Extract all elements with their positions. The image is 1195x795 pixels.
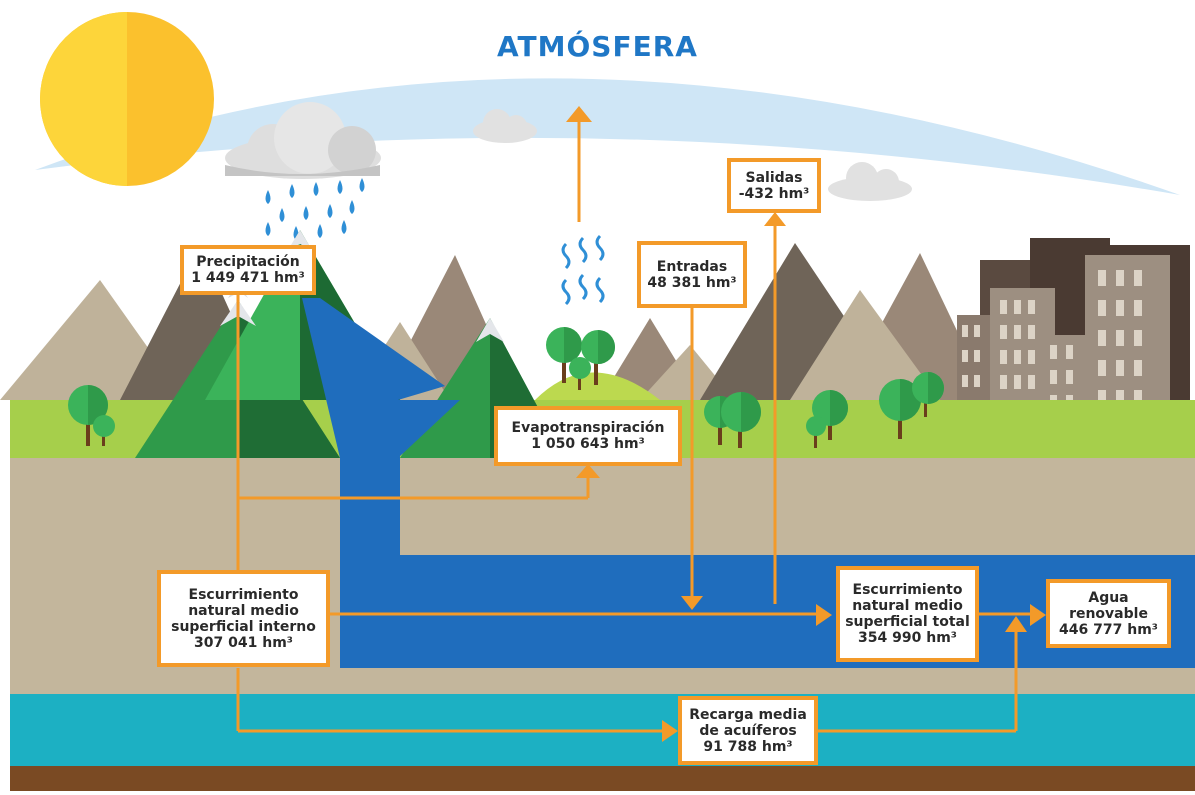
aquifer-recharge-line1: Recarga media — [689, 706, 807, 723]
flow-arrows — [236, 118, 1032, 733]
precipitation-value: 1 449 471 hm³ — [191, 270, 305, 286]
outflows-value: -432 hm³ — [738, 185, 810, 202]
rain-cloud-icon — [225, 102, 381, 179]
evapotranspiration-label: Evapotranspiración — [511, 420, 665, 436]
total-runoff-line3: superficial total — [845, 614, 970, 630]
cloud-icon — [828, 162, 912, 201]
internal-runoff-line2: natural medio — [188, 602, 299, 619]
aquifer-recharge-line2: de acuíferos — [699, 722, 797, 739]
renewable-water-value: 446 777 hm³ — [1059, 621, 1158, 638]
vapor-icon — [561, 234, 605, 306]
arrow-heads — [566, 106, 1046, 742]
internal-runoff-line1: Escurrimiento — [188, 586, 299, 603]
renewable-water-line2: renovable — [1069, 605, 1148, 622]
outflows-label: Salidas — [745, 169, 803, 186]
aquifer-recharge-box: Recarga media de acuíferos 91 788 hm³ — [678, 696, 818, 765]
inflows-value: 48 381 hm³ — [647, 274, 737, 291]
cloud-icon — [473, 109, 537, 143]
inflows-box: Entradas 48 381 hm³ — [637, 241, 747, 308]
aquifer-recharge-value: 91 788 hm³ — [703, 738, 793, 755]
renewable-water-box: Agua renovable 446 777 hm³ — [1046, 579, 1171, 648]
inflows-label: Entradas — [656, 258, 728, 275]
atmosphere-title: ATMÓSFERA — [497, 30, 698, 63]
total-runoff-value: 354 990 hm³ — [858, 630, 957, 646]
evapotranspiration-box: Evapotranspiración 1 050 643 hm³ — [494, 406, 682, 466]
trees — [68, 327, 944, 448]
outflows-box: Salidas -432 hm³ — [727, 158, 821, 213]
precipitation-box: Precipitación 1 449 471 hm³ — [180, 245, 316, 295]
internal-runoff-line3: superficial interno — [171, 618, 316, 635]
internal-runoff-value: 307 041 hm³ — [194, 634, 293, 651]
precipitation-label: Precipitación — [196, 254, 300, 270]
evapotranspiration-value: 1 050 643 hm³ — [531, 436, 645, 452]
total-runoff-line2: natural medio — [852, 598, 963, 614]
soil-layer — [10, 766, 1195, 791]
total-runoff-line1: Escurrimiento — [852, 582, 963, 598]
total-runoff-box: Escurrimiento natural medio superficial … — [836, 566, 979, 662]
rain-drops — [265, 178, 365, 240]
renewable-water-line1: Agua — [1088, 589, 1129, 606]
internal-runoff-box: Escurrimiento natural medio superficial … — [157, 570, 330, 667]
